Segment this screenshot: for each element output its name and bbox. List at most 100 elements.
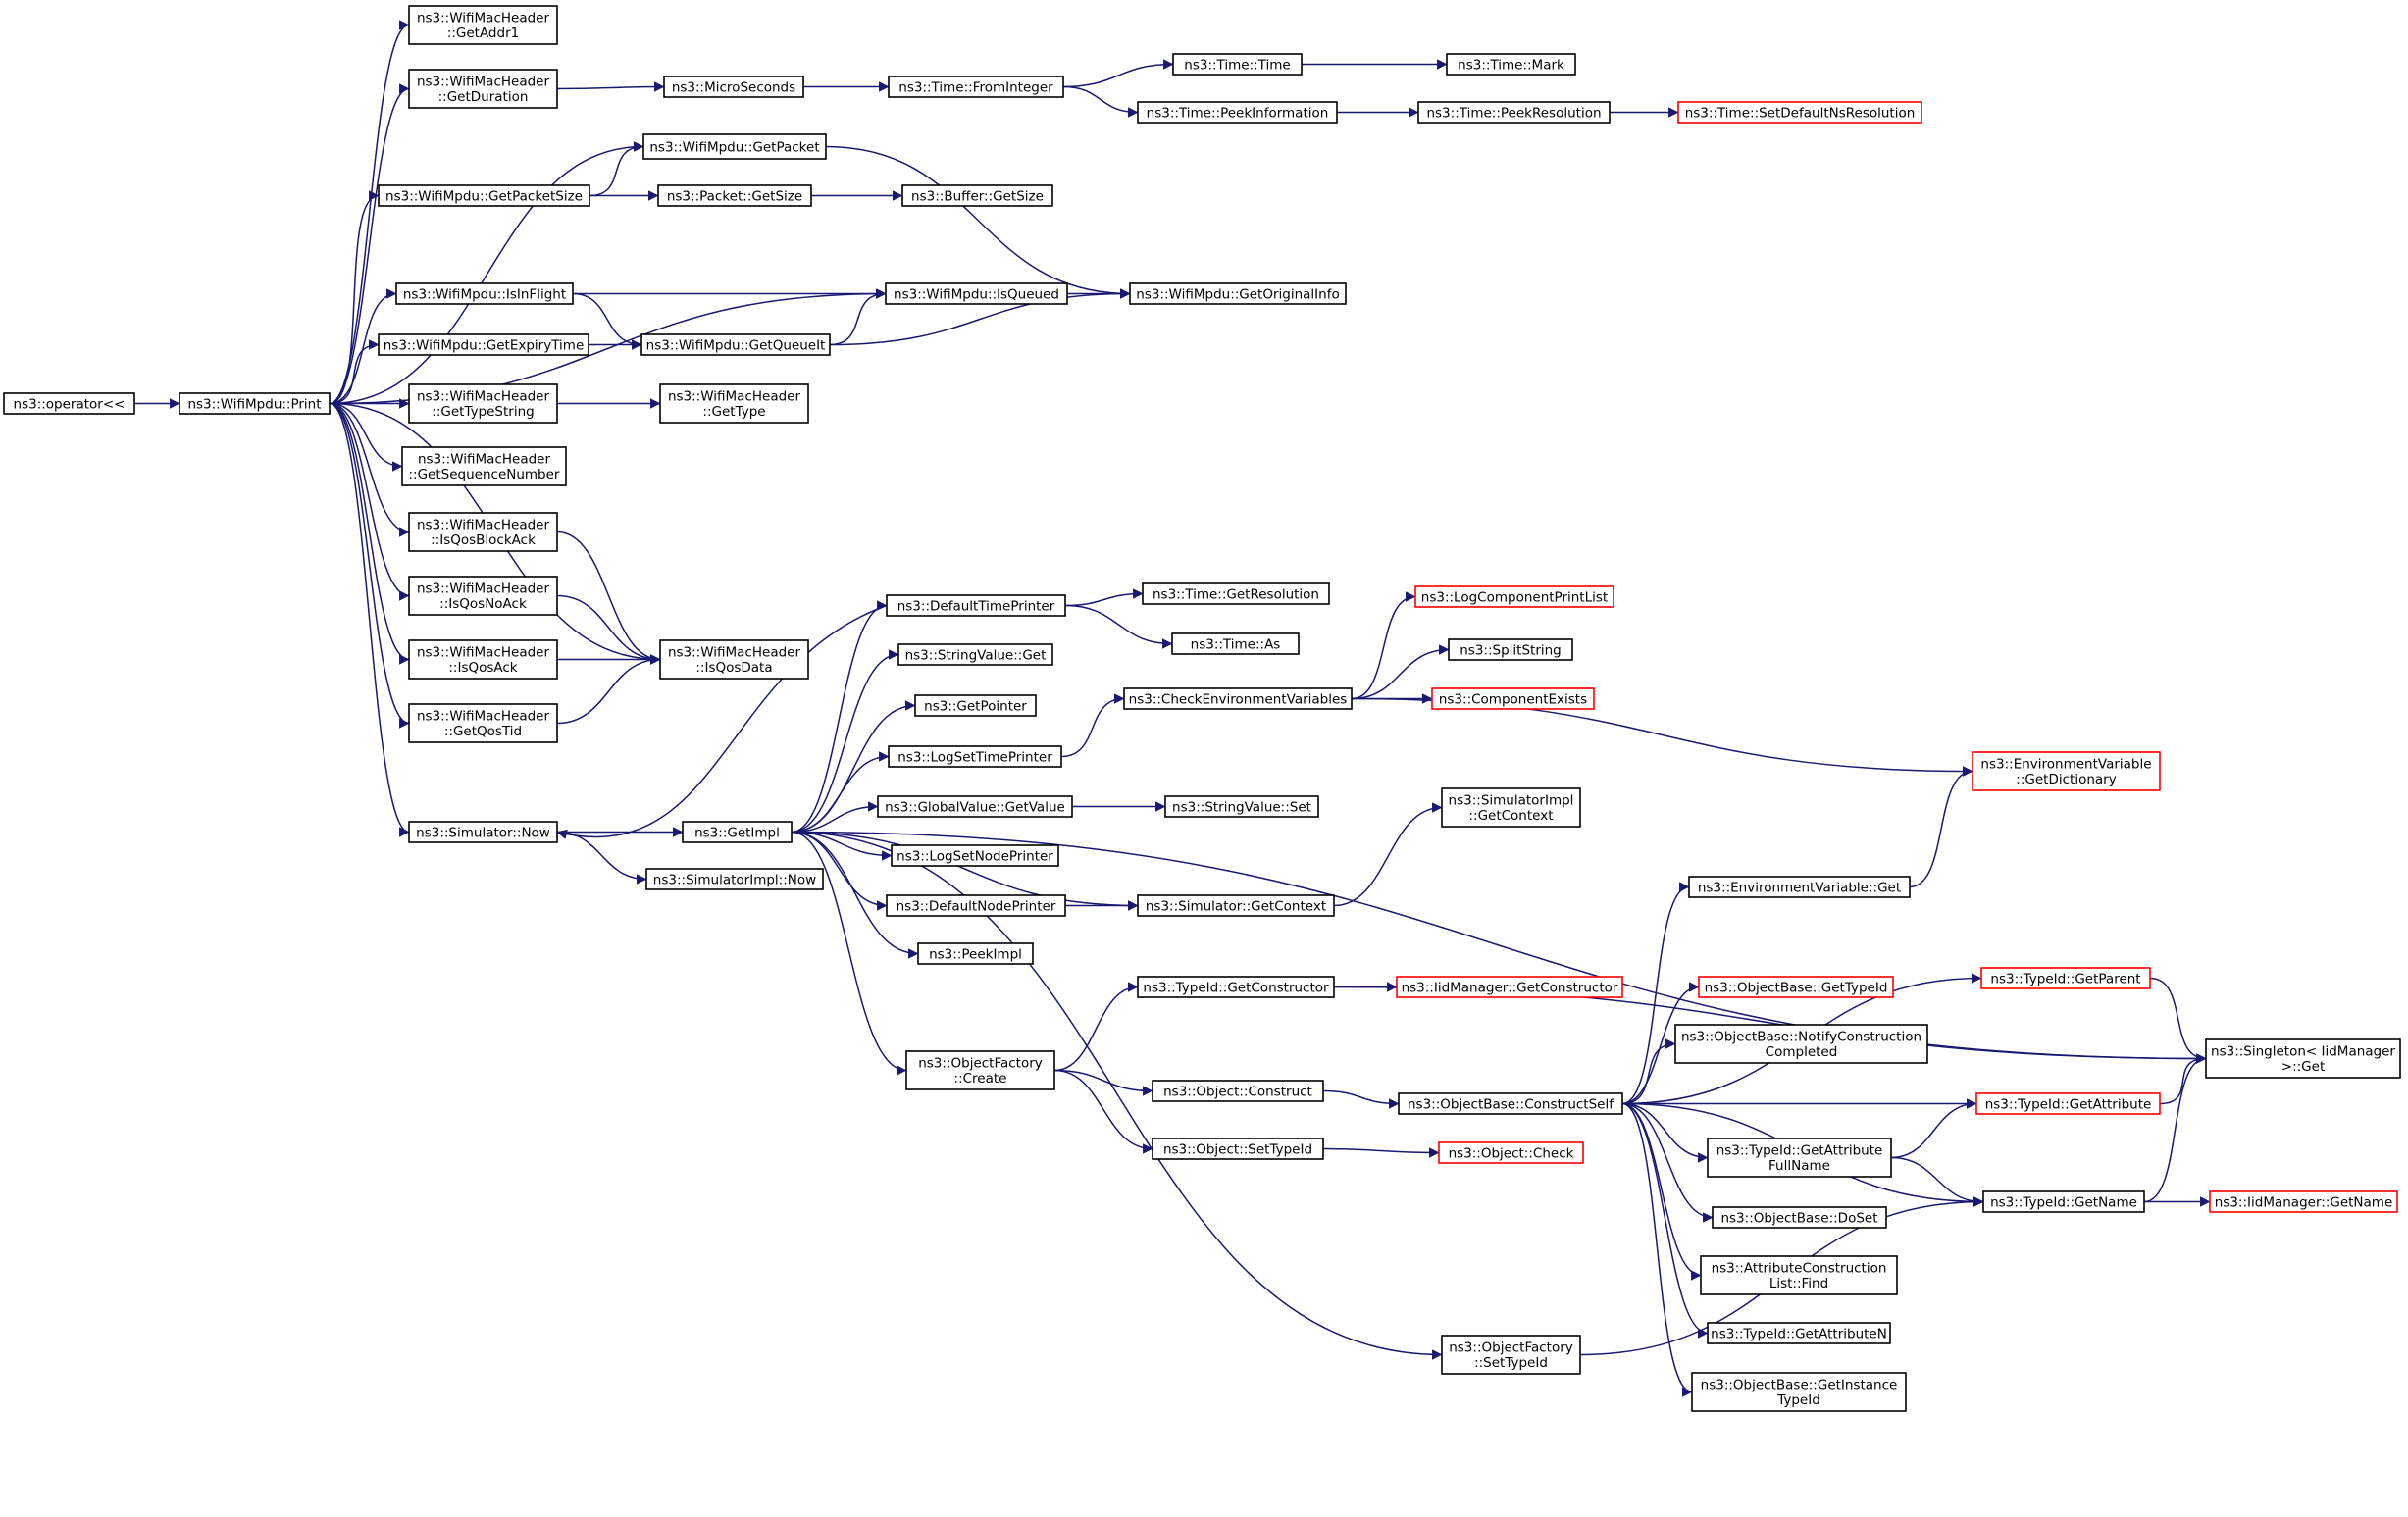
node-box (401, 446, 567, 486)
node-box (888, 76, 1064, 98)
node-box (888, 745, 1062, 768)
edge-getduration-to-microseconds (556, 81, 665, 92)
node-label: ns3::ComponentExists (1439, 691, 1587, 707)
node-box (1152, 1080, 1324, 1102)
node-objfactorycreate: ns3::ObjectFactory::Create (905, 1050, 1055, 1090)
node-label: ::Create (954, 1071, 1007, 1087)
node-timemark: ns3::Time::Mark (1446, 53, 1576, 76)
node-getpacketsize: ns3::WifiMpdu::GetPacketSize (378, 184, 590, 207)
node-label: ns3::WifiMacHeader (668, 645, 801, 661)
node-simnow: ns3::Simulator::Now (408, 821, 558, 843)
node-getduration: ns3::WifiMacHeader::GetDuration (408, 69, 558, 109)
edge-print-to-getqostid (329, 402, 410, 729)
node-label: ns3::Time::Mark (1458, 57, 1564, 73)
node-label: ns3::ObjectBase::GetInstance (1701, 1378, 1898, 1393)
edge-simgetcontext-to-simimplgetcontext (1333, 802, 1443, 907)
edge-print-to-getseqnum (329, 402, 403, 472)
node-getpacket: ns3::WifiMpdu::GetPacket (642, 133, 827, 160)
node-box (1129, 282, 1347, 305)
node-box (408, 5, 558, 45)
node-label: ns3::IidManager::GetName (2215, 1194, 2393, 1210)
node-box (1691, 1372, 1907, 1412)
node-operator: ns3::operator<< (3, 392, 135, 415)
node-label: ns3::SimulatorImpl (1449, 793, 1574, 809)
edge-defaulttimeprinter-to-timeas (1064, 604, 1173, 649)
node-label: ns3::WifiMpdu::IsQueued (894, 286, 1059, 302)
node-isqosack: ns3::WifiMacHeader::IsQosAck (408, 639, 558, 680)
node-getexpirytime: ns3::WifiMpdu::GetExpiryTime (378, 333, 589, 356)
node-print: ns3::WifiMpdu::Print (179, 392, 331, 415)
edge-envget-to-envgetdict (1909, 766, 1973, 888)
node-isqosblockack: ns3::WifiMacHeader::IsQosBlockAck (408, 512, 558, 552)
node-label: ns3::TypeId::GetName (1990, 1194, 2137, 1210)
node-simgetcontext: ns3::Simulator::GetContext (1137, 894, 1335, 917)
node-buffergetsize: ns3::Buffer::GetSize (901, 184, 1053, 207)
node-peekimpl: ns3::PeekImpl (917, 942, 1034, 965)
node-box (179, 392, 331, 415)
node-gettype: ns3::WifiMacHeader::GetType (659, 383, 809, 424)
node-label: ns3::LogSetNodePrinter (897, 848, 1053, 864)
edge-print-to-isqosack (329, 402, 410, 665)
node-box (1123, 687, 1353, 710)
node-label: ::GetTypeString (432, 404, 534, 420)
node-box (408, 512, 558, 552)
edge-getimpl-to-defaulttimeprinter (791, 600, 888, 834)
node-box (1441, 787, 1581, 828)
node-label: ns3::WifiMacHeader (417, 75, 550, 90)
node-timegetres: ns3::Time::GetResolution (1142, 582, 1330, 605)
edge-frominteger-to-timetime (1062, 59, 1174, 88)
node-box (1164, 795, 1319, 818)
node-box (3, 392, 135, 415)
node-box (642, 133, 827, 160)
node-box (1677, 101, 1922, 124)
edge-frominteger-to-peekinfo (1062, 85, 1139, 118)
node-label: ::IsQosAck (448, 660, 517, 676)
node-label: ns3::Time::PeekInformation (1147, 105, 1329, 121)
edge-checkenv-to-splitstring (1351, 644, 1450, 700)
edge-getimpl-to-globalvalueget (791, 801, 879, 834)
edge-simnow-to-simimplnow (556, 831, 647, 885)
node-peekinfo: ns3::Time::PeekInformation (1137, 101, 1338, 124)
node-splitstring: ns3::SplitString (1448, 638, 1573, 661)
node-box (1431, 687, 1595, 710)
node-box (1698, 976, 1894, 998)
node-label: ns3::WifiMpdu::GetQueueIt (646, 337, 826, 353)
node-label: ns3::PeekImpl (929, 946, 1022, 962)
edge-print-to-isqosblockack (329, 402, 410, 537)
node-label: ::SetTypeId (1474, 1355, 1548, 1371)
node-globalvalueget: ns3::GlobalValue::GetValue (877, 795, 1073, 818)
node-box (1707, 1138, 1892, 1178)
edge-logsettimeprinter-to-checkenv (1060, 693, 1125, 758)
node-label: ns3::WifiMacHeader (418, 452, 551, 468)
node-box (1172, 53, 1303, 76)
node-label: ns3::CheckEnvironmentVariables (1129, 691, 1348, 707)
node-stringvalueset: ns3::StringValue::Set (1164, 795, 1319, 818)
node-label: ns3::WifiMpdu::IsInFlight (403, 286, 566, 302)
node-label: ns3::Time::As (1191, 636, 1281, 652)
edge-typeidgetname-to-singletonget (2143, 1053, 2207, 1203)
node-box (408, 703, 558, 743)
node-box (886, 894, 1066, 917)
node-box (408, 639, 558, 680)
node-objsettypeid: ns3::Object::SetTypeId (1152, 1138, 1324, 1160)
node-box (905, 1050, 1055, 1090)
node-box (914, 694, 1037, 717)
node-label: ns3::StringValue::Set (1172, 799, 1311, 815)
node-label: ns3::operator<< (14, 396, 126, 412)
node-typeidgetattr: ns3::TypeId::GetAttribute (1975, 1092, 2161, 1115)
edge-print-to-isqosnoack (329, 402, 410, 601)
node-label: ns3::TypeId::GetAttribute (1985, 1096, 2152, 1112)
edge-print-to-getpacketsize (329, 190, 380, 405)
nodes-layer: ns3::operator<<ns3::WifiMpdu::Printns3::… (3, 5, 2401, 1412)
node-box (891, 844, 1059, 867)
node-simimplnow: ns3::SimulatorImpl::Now (645, 868, 824, 890)
edge-objsettypeid-to-objcheck (1322, 1147, 1440, 1158)
node-label: ns3::TypeId::GetParent (1990, 971, 2140, 986)
node-iidmgrgetctor: ns3::IidManager::GetConstructor (1396, 976, 1623, 998)
node-label: ns3::GlobalValue::GetValue (885, 799, 1065, 815)
edge-isqosblockack-to-isqosdata (556, 531, 661, 665)
edge-print-to-getpacket (329, 141, 644, 405)
node-defaultnodeprinter: ns3::DefaultNodePrinter (886, 894, 1066, 917)
node-getseqnum: ns3::WifiMacHeader::GetSequenceNumber (401, 446, 567, 486)
